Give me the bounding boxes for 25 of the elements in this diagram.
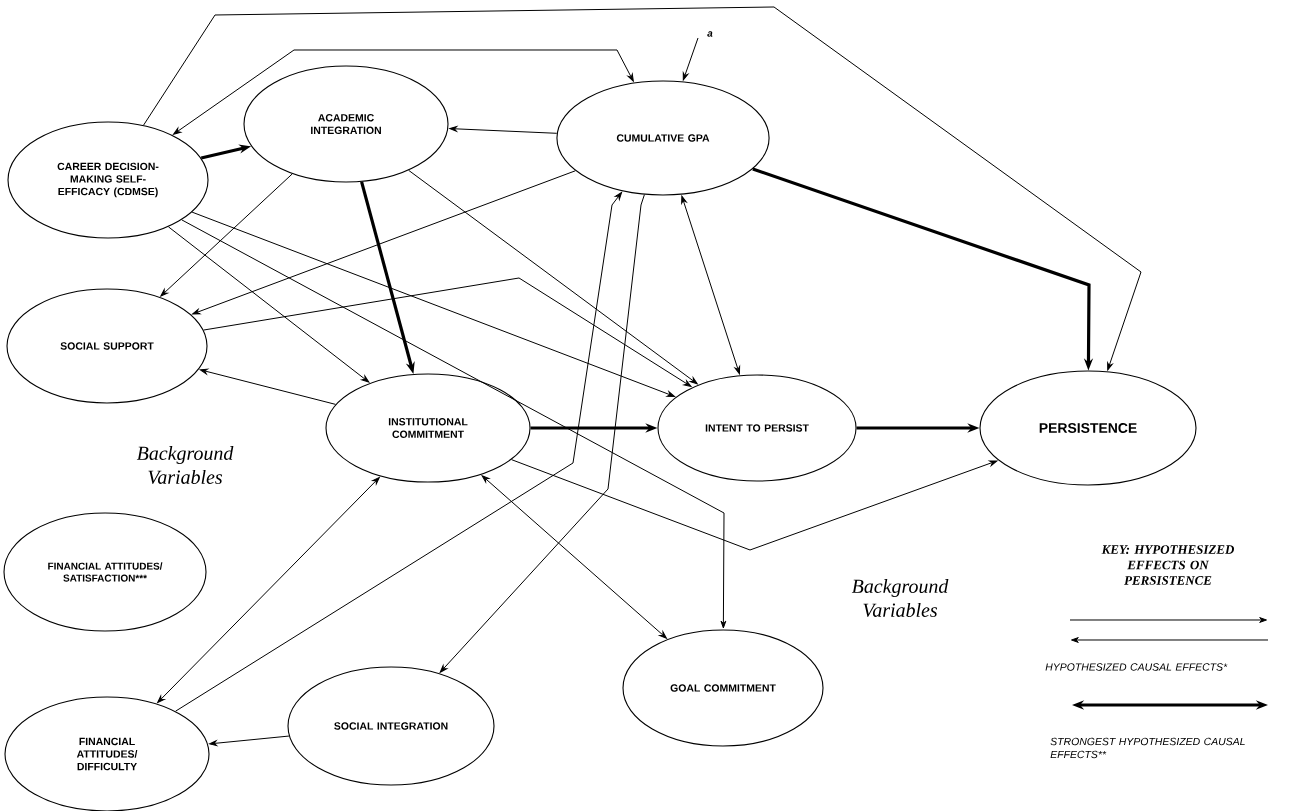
- arrow: [191, 211, 675, 397]
- arrow: [203, 277, 692, 387]
- arrow: [192, 170, 576, 315]
- arrow: [143, 6, 1142, 371]
- arrow: [181, 219, 727, 629]
- legend-text: HYPOTHESIZED CAUSAL EFFECTS*: [1045, 663, 1228, 671]
- arrow: [408, 169, 698, 385]
- arrow: [439, 194, 645, 673]
- arrow: [157, 476, 380, 704]
- arrow: [175, 191, 623, 712]
- edge-label: a: [706, 30, 714, 38]
- arrow: [682, 37, 699, 81]
- background-label: Background Variables: [136, 445, 234, 484]
- arrow: [481, 475, 667, 639]
- arrow: [511, 459, 998, 551]
- arrow: [167, 226, 370, 383]
- arrow: [209, 735, 290, 747]
- arrow: [173, 49, 634, 135]
- legend-text: STRONGEST HYPOTHESIZED CAUSAL EFFECTS**: [1050, 737, 1245, 759]
- arrow: [681, 195, 741, 375]
- arrow: [449, 126, 558, 134]
- arrow: [199, 368, 337, 405]
- arrow: [160, 173, 293, 297]
- key-heading: KEY: HYPOTHESIZED EFFECTS ON PERSISTENCE: [1101, 545, 1234, 585]
- background-label: Background Variables: [851, 578, 949, 617]
